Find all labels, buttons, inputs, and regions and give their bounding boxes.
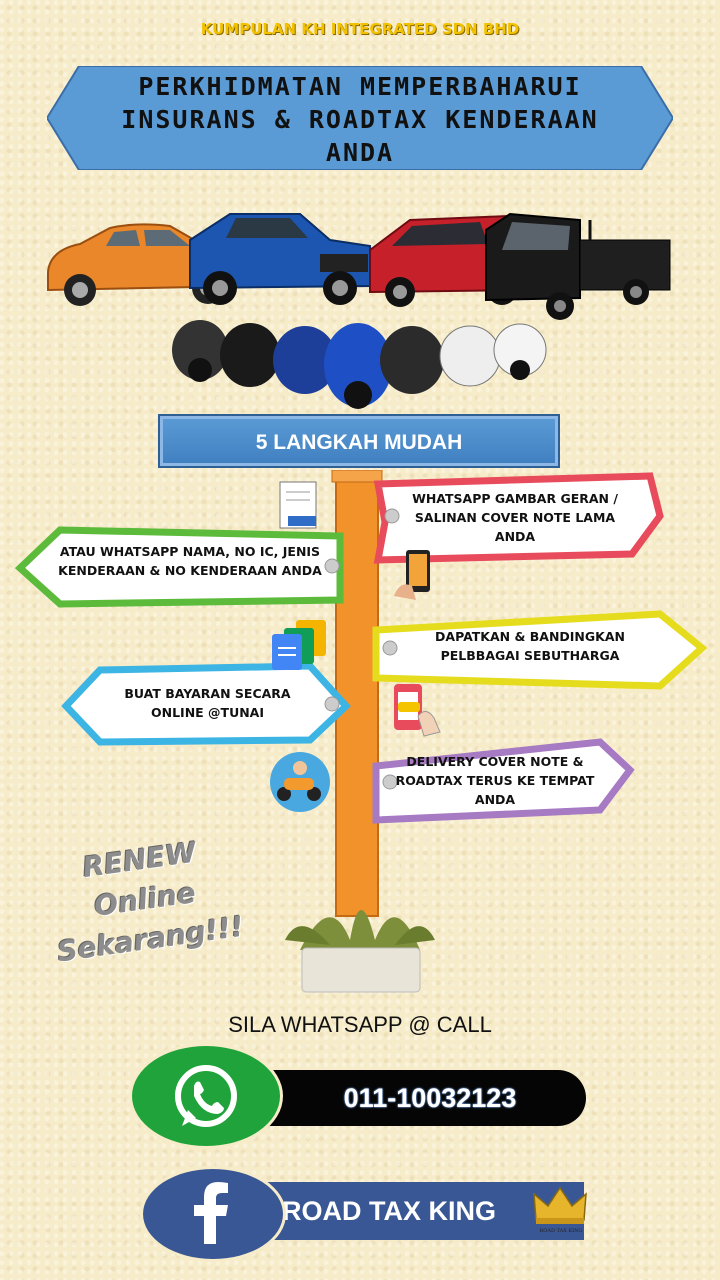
docs-icon <box>272 620 326 670</box>
sign-step-1 <box>373 472 664 564</box>
facebook-bar[interactable] <box>262 1182 584 1240</box>
motorcycles-image <box>172 320 547 409</box>
sign-step-5 <box>372 738 635 824</box>
sign-step-2 <box>14 526 344 608</box>
title-line-1: PERKHIDMATAN MEMPERBAHARUI <box>138 72 582 101</box>
whatsapp-icon <box>175 1065 237 1127</box>
contact-label: SILA WHATSAPP @ CALL <box>228 1012 492 1037</box>
title-line-3: ANDA <box>325 138 395 167</box>
step-4-text: BUAT BAYARAN SECARA ONLINE @TUNAI <box>124 686 291 720</box>
sign-step-3 <box>372 610 708 690</box>
delivery-icon <box>270 752 330 812</box>
crown-caption: ROAD TAX KING <box>539 1228 583 1234</box>
whatsapp-number[interactable]: 011-10032123 <box>343 1083 517 1113</box>
phone-icon <box>394 550 430 600</box>
title-line-2: INSURANS & ROADTAX KENDERAAN <box>121 105 599 134</box>
vehicles-illustration <box>47 212 671 409</box>
facebook-page-name[interactable]: ROAD TAX KING <box>282 1196 496 1226</box>
pay-icon <box>394 684 441 737</box>
black-truck-image <box>485 212 671 320</box>
sign-step-4 <box>61 662 351 746</box>
step-2-text: ATAU WHATSAPP NAMA, NO IC, JENIS KENDERA… <box>58 544 322 578</box>
plant-pot-image <box>285 910 435 993</box>
page-title: PERKHIDMATAN MEMPERBAHARUI INSURANS & RO… <box>80 70 640 169</box>
blue-pickup-image <box>189 213 374 305</box>
whatsapp-bar[interactable] <box>250 1070 586 1126</box>
company-name: KUMPULAN KH INTEGRATED SDN BHD <box>200 20 520 38</box>
steps-title: 5 LANGKAH MUDAH <box>158 414 560 468</box>
step-1-text: WHATSAPP GAMBAR GERAN / SALINAN COVER NO… <box>412 491 618 544</box>
facebook-button[interactable] <box>140 1166 286 1262</box>
facebook-icon <box>194 1182 228 1244</box>
signpost-illustration <box>14 470 708 993</box>
whatsapp-button[interactable] <box>132 1046 280 1146</box>
title-banner <box>47 66 673 170</box>
crown-icon <box>533 1186 587 1224</box>
step-3-text: DAPATKAN & BANDINGKAN PELBBAGAI SEBUTHAR… <box>435 629 625 663</box>
document-icon <box>279 481 317 529</box>
step-5-text: DELIVERY COVER NOTE & ROADTAX TERUS KE T… <box>395 754 595 807</box>
